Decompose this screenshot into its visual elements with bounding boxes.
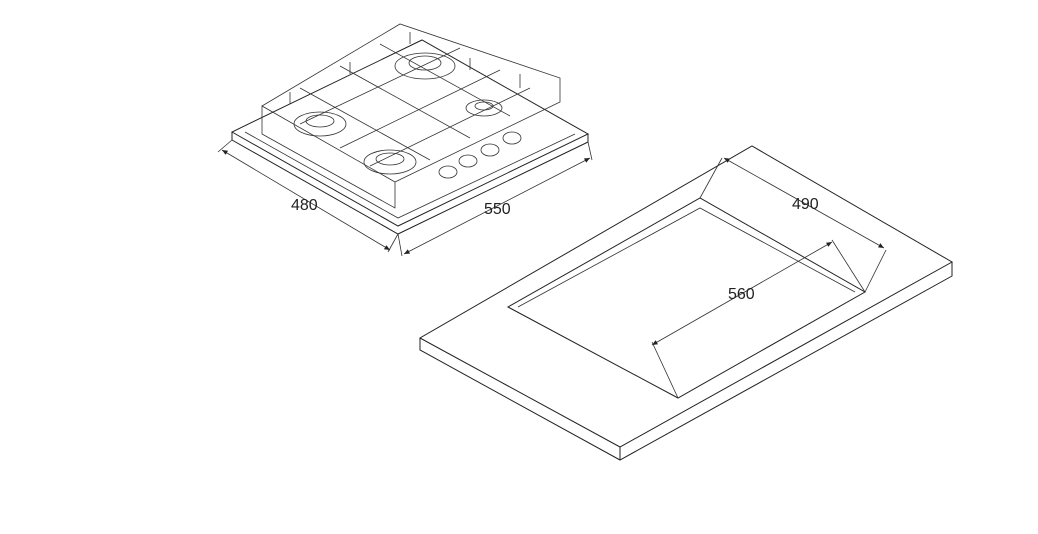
cutout-depth-dimension-line (723, 157, 885, 249)
pan-support-grates (261, 23, 561, 209)
hob-width-label: 550 (484, 201, 511, 218)
gas-hob-drawing: 480 550 (217, 23, 593, 257)
cutout-depth-label: 490 (792, 196, 819, 213)
cutout-width-dimension-line (651, 241, 833, 346)
hob-depth-label: 480 (291, 197, 318, 214)
burners (293, 52, 503, 175)
cutout-width-label: 560 (728, 286, 755, 303)
hob-depth-dimension-line (221, 149, 391, 251)
hob-width-dimension-line (403, 157, 591, 255)
countertop-cutout-drawing: 490 560 (418, 145, 954, 461)
